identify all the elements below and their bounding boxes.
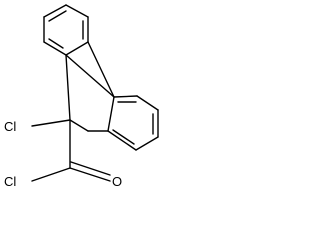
- double-bond-inner: [48, 10, 67, 22]
- chlorine-atom-label: Cl: [4, 174, 16, 189]
- lower-benzene-ring: [107, 95, 159, 151]
- upper-benzene-ring: [43, 4, 89, 56]
- bond: [65, 54, 115, 98]
- bond: [43, 4, 67, 18]
- bond: [113, 95, 138, 98]
- chlorine-atom-label: Cl: [4, 119, 16, 134]
- bond: [65, 4, 89, 18]
- c-cl-bond: [31, 119, 71, 127]
- bond: [43, 41, 67, 56]
- bond: [107, 96, 115, 132]
- double-bond-inner: [112, 129, 135, 145]
- structure-diagram: Cl Cl O: [4, 4, 159, 189]
- acyl-cl-bond: [31, 167, 71, 182]
- bond: [65, 54, 71, 121]
- carbonyl-double-bond: [69, 167, 111, 182]
- oxygen-atom-label: O: [112, 174, 122, 189]
- five-membered-ring: [65, 41, 115, 132]
- carbonyl-double-bond: [70, 161, 111, 176]
- bond: [69, 119, 89, 132]
- bond: [107, 130, 137, 151]
- bond: [136, 95, 159, 111]
- double-bond-inner: [48, 38, 64, 49]
- bond: [65, 41, 89, 56]
- substituents: [31, 119, 111, 182]
- bond: [87, 41, 115, 98]
- bond: [135, 136, 159, 151]
